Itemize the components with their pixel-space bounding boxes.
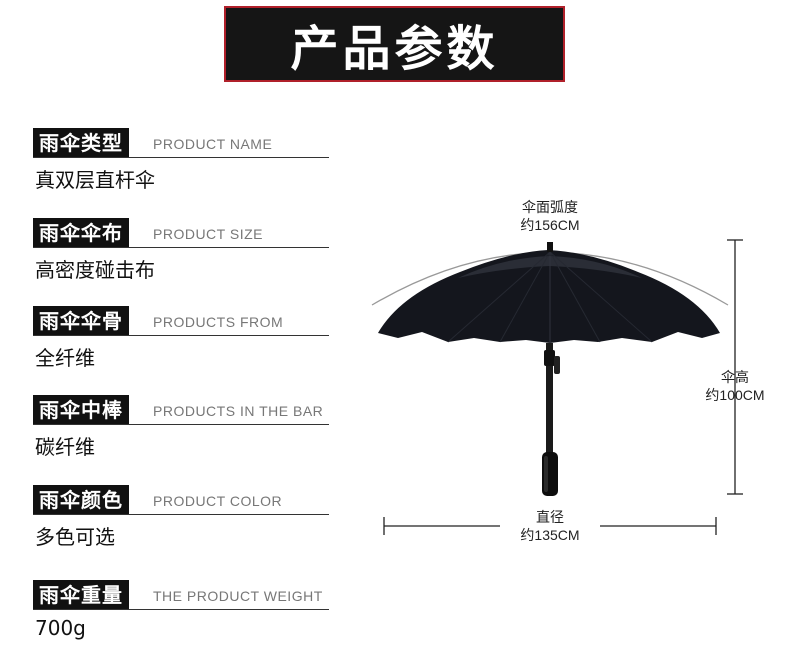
spec-row-weight: 雨伞重量 THE PRODUCT WEIGHT 700g bbox=[33, 580, 333, 640]
spec-value: 多色可选 bbox=[35, 525, 115, 549]
spec-row-fabric: 雨伞伞布 PRODUCT SIZE 高密度碰击布 bbox=[33, 218, 333, 282]
spec-header: 雨伞伞布 PRODUCT SIZE bbox=[33, 218, 333, 248]
header-banner: 产品参数 bbox=[224, 6, 565, 82]
spec-divider bbox=[33, 514, 329, 515]
diameter-label: 直径 bbox=[536, 509, 564, 525]
spec-row-shaft: 雨伞中棒 PRODUCTS IN THE BAR 碳纤维 bbox=[33, 395, 333, 459]
spec-row-ribs: 雨伞伞骨 PRODUCTS FROM 全纤维 bbox=[33, 306, 333, 370]
umbrella-canopy bbox=[378, 250, 720, 343]
spec-value: 高密度碰击布 bbox=[35, 258, 155, 282]
spec-english-label: THE PRODUCT WEIGHT bbox=[153, 588, 323, 604]
spec-header: 雨伞中棒 PRODUCTS IN THE BAR bbox=[33, 395, 333, 425]
spec-header: 雨伞重量 THE PRODUCT WEIGHT bbox=[33, 580, 333, 610]
spec-row-type: 雨伞类型 PRODUCT NAME 真双层直杆伞 bbox=[33, 128, 333, 192]
spec-divider bbox=[33, 157, 329, 158]
spec-divider bbox=[33, 335, 329, 336]
spec-header: 雨伞类型 PRODUCT NAME bbox=[33, 128, 333, 158]
spec-header: 雨伞伞骨 PRODUCTS FROM bbox=[33, 306, 333, 336]
arc-dimension-text: 伞面弧度 约156CM bbox=[500, 198, 600, 234]
spec-english-label: PRODUCT NAME bbox=[153, 136, 273, 152]
spec-label: 雨伞重量 bbox=[33, 580, 129, 610]
height-dimension-text: 伞高 约100CM bbox=[690, 368, 780, 404]
arc-label: 伞面弧度 bbox=[522, 199, 578, 215]
spec-value: 全纤维 bbox=[35, 346, 95, 370]
spec-value: 碳纤维 bbox=[35, 435, 95, 459]
spec-label: 雨伞颜色 bbox=[33, 485, 129, 515]
diameter-dimension-text: 直径 约135CM bbox=[500, 508, 600, 544]
spec-label: 雨伞伞布 bbox=[33, 218, 129, 248]
spec-english-label: PRODUCT COLOR bbox=[153, 493, 283, 509]
height-label: 伞高 bbox=[721, 369, 749, 385]
page-title: 产品参数 bbox=[290, 21, 499, 77]
spec-value: 真双层直杆伞 bbox=[35, 168, 155, 192]
spec-divider bbox=[33, 247, 329, 248]
spec-english-label: PRODUCTS IN THE BAR bbox=[153, 403, 324, 419]
spec-row-color: 雨伞颜色 PRODUCT COLOR 多色可选 bbox=[33, 485, 333, 549]
spec-divider bbox=[33, 424, 329, 425]
spec-english-label: PRODUCTS FROM bbox=[153, 314, 284, 330]
spec-divider bbox=[33, 609, 329, 610]
diameter-value: 约135CM bbox=[520, 527, 580, 543]
arc-value: 约156CM bbox=[520, 217, 580, 233]
spec-english-label: PRODUCT SIZE bbox=[153, 226, 263, 242]
spec-value: 700g bbox=[35, 616, 86, 640]
umbrella-diagram: 伞面弧度 约156CM 伞高 约100CM 直径 约135CM bbox=[360, 180, 780, 560]
spec-header: 雨伞颜色 PRODUCT COLOR bbox=[33, 485, 333, 515]
umbrella-shaft bbox=[546, 343, 553, 455]
spec-label: 雨伞类型 bbox=[33, 128, 129, 158]
spec-label: 雨伞中棒 bbox=[33, 395, 129, 425]
spec-label: 雨伞伞骨 bbox=[33, 306, 129, 336]
height-value: 约100CM bbox=[705, 387, 765, 403]
umbrella-illustration bbox=[371, 239, 743, 535]
